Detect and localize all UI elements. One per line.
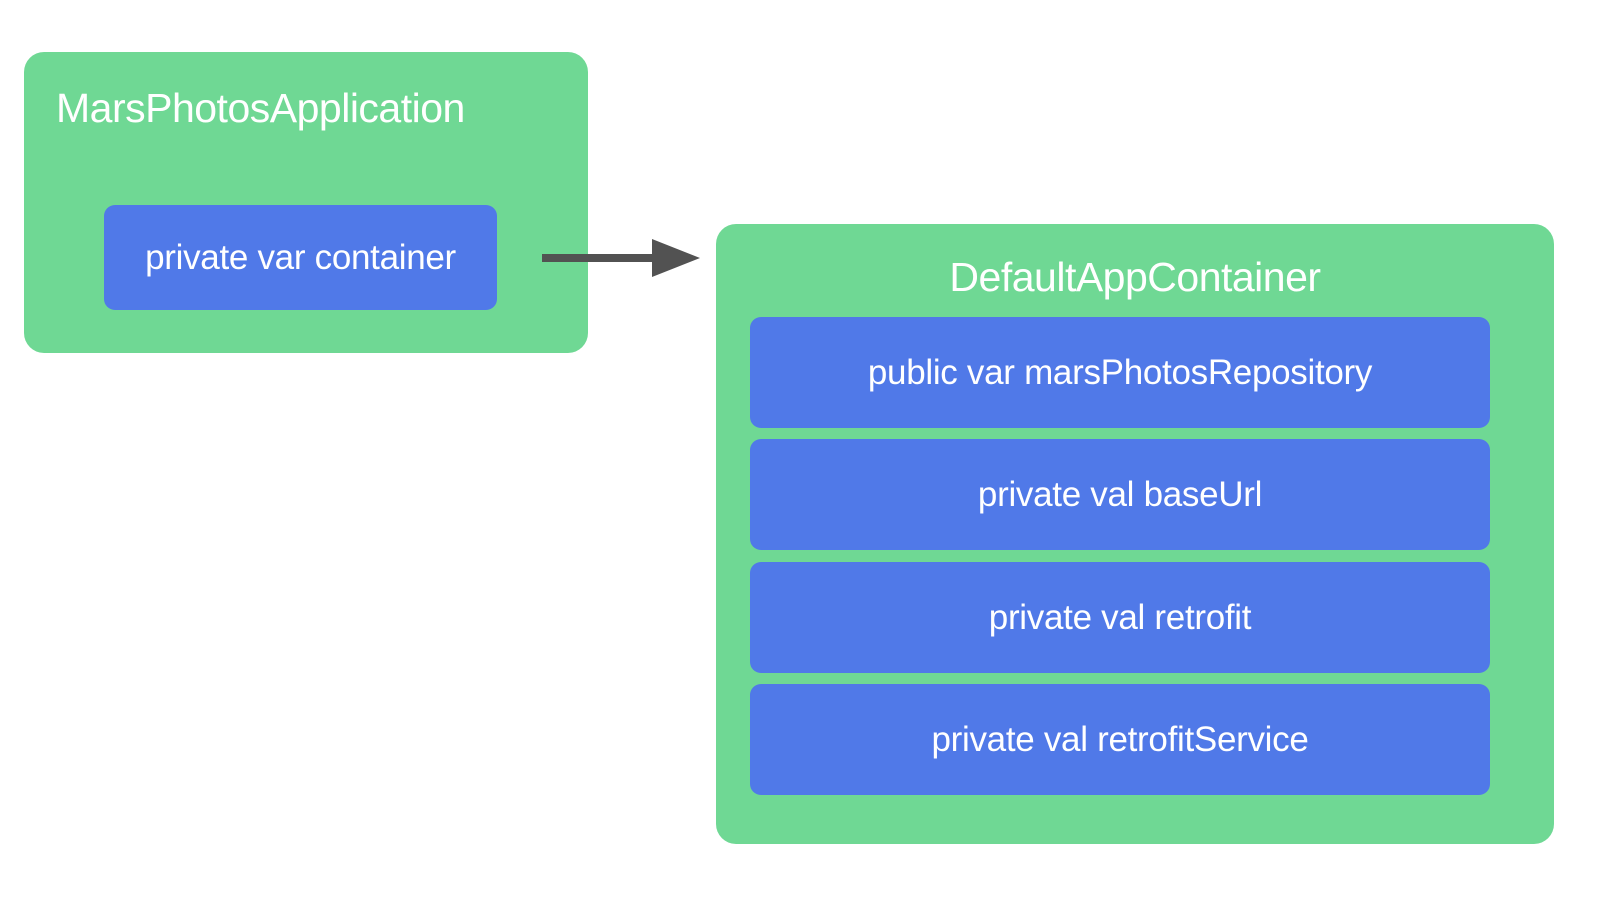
member-label-container: private var container	[145, 238, 456, 277]
arrow-icon	[542, 239, 700, 277]
member-box-marsphotosrepository[interactable]: public var marsPhotosRepository	[750, 317, 1490, 428]
member-label-retrofit: private val retrofit	[988, 598, 1252, 637]
member-box-baseurl[interactable]: private val baseUrl	[750, 439, 1490, 550]
arrow-container-to-defaultappcontainer	[530, 232, 710, 284]
member-label-retrofitservice: private val retrofitService	[931, 720, 1309, 759]
class-box-defaultappcontainer[interactable]: DefaultAppContainer public var marsPhoto…	[716, 224, 1554, 844]
member-label-baseurl: private val baseUrl	[977, 475, 1263, 514]
member-box-retrofitservice[interactable]: private val retrofitService	[750, 684, 1490, 795]
class-title-defaultappcontainer: DefaultAppContainer	[949, 254, 1321, 300]
member-box-container[interactable]: private var container	[104, 205, 497, 310]
member-label-marsphotosrepository: public var marsPhotosRepository	[867, 353, 1373, 392]
class-box-marsphotosapplication[interactable]: MarsPhotosApplication private var contai…	[24, 52, 588, 353]
class-title-marsphotosapplication: MarsPhotosApplication	[56, 85, 465, 131]
member-box-retrofit[interactable]: private val retrofit	[750, 562, 1490, 673]
